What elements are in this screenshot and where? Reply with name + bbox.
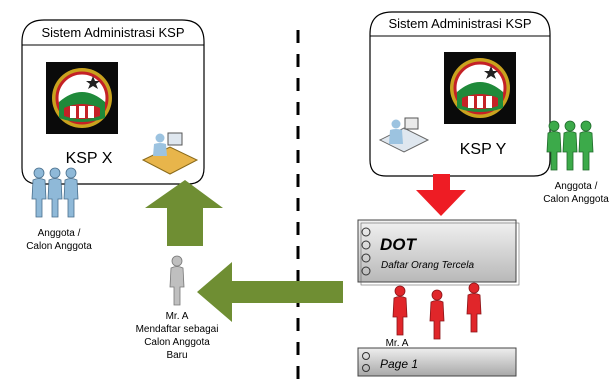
left-members-label-line2: Calon Anggota	[26, 241, 92, 252]
left-system-header: Sistem Administrasi KSP	[41, 25, 184, 40]
dot-subtitle: Daftar Orang Tercela	[381, 260, 474, 271]
left-ksp-name: KSP X	[66, 150, 113, 167]
dot-book	[357, 219, 520, 286]
left-mr-a-label-line3: Calon Anggota	[144, 337, 210, 348]
right-system-header: Sistem Administrasi KSP	[388, 16, 531, 31]
right-members-group	[546, 120, 594, 171]
up-arrow	[145, 180, 223, 246]
ksp-logo-icon	[44, 60, 120, 136]
page-title: Page 1	[380, 357, 418, 371]
left-mr-a-label-line1: Mr. A	[166, 311, 189, 322]
red-persons-group	[392, 282, 482, 340]
left-arrow	[197, 262, 343, 322]
left-members-group	[31, 167, 79, 218]
right-members-label-line2: Calon Anggota	[543, 194, 609, 205]
right-members-label-line1: Anggota /	[555, 181, 598, 192]
operator-desk-icon	[378, 117, 430, 153]
dot-title: DOT	[380, 235, 418, 254]
person-mr-a-left	[169, 255, 185, 306]
ksp-logo-icon	[442, 50, 518, 126]
left-mr-a-label-line4: Baru	[166, 350, 187, 361]
left-members-label-line1: Anggota /	[38, 228, 81, 239]
right-ksp-name: KSP Y	[460, 141, 507, 158]
down-arrow	[416, 174, 466, 216]
left-mr-a-label-line2: Mendaftar sebagai	[136, 324, 219, 335]
operator-desk-icon	[141, 132, 199, 175]
page-book	[357, 347, 517, 377]
right-mr-a-label: Mr. A	[386, 338, 409, 349]
